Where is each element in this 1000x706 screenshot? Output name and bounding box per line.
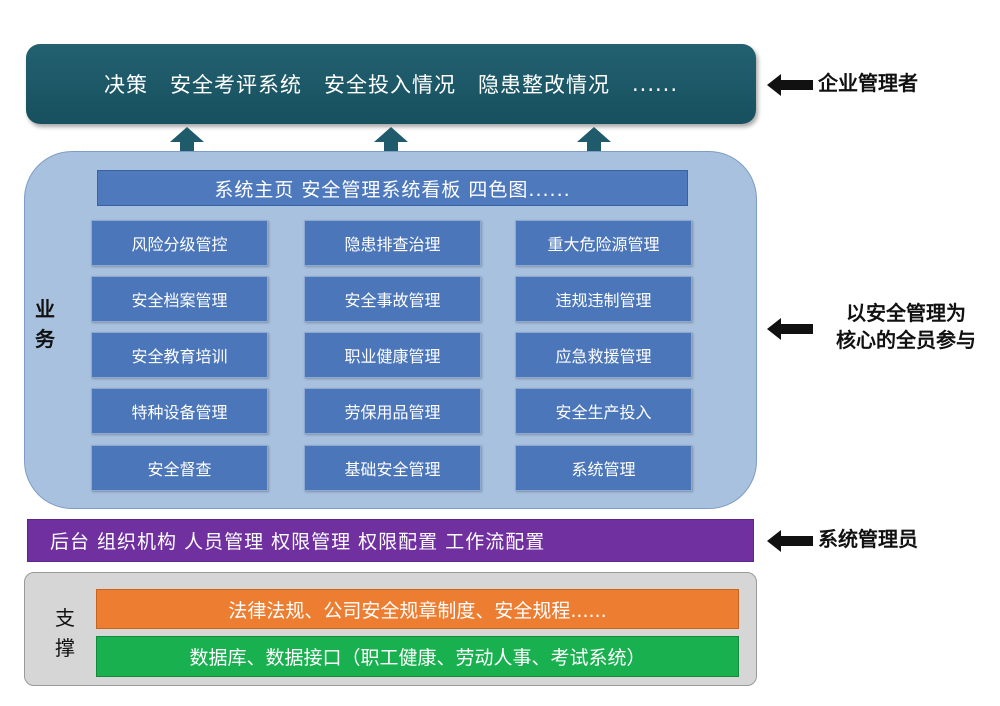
core-label-line1: 以安全管理为 [846,301,966,325]
decision-item: 隐患整改情况 [477,73,610,97]
left-arrow-icon [767,318,813,340]
admins-label: 系统管理员 [818,527,918,551]
module-special-equipment: 特种设备管理 [91,388,268,434]
module-emergency: 应急救援管理 [515,332,692,378]
managers-label: 企业管理者 [818,71,918,95]
dashboard-bar: 系统主页 安全管理系统看板 四色图...... [97,170,688,206]
laws-bar: 法律法规、公司安全规章制度、安全规程...... [96,589,739,629]
module-hazard-investigation: 隐患排查治理 [304,220,481,266]
left-arrow-icon [767,530,813,552]
decision-item: ...... [631,72,679,96]
support-label-char: 支 [55,606,75,630]
business-label-char: 务 [35,327,55,351]
up-arrow-icon [577,127,611,167]
admin-bar: 后台 组织机构 人员管理 权限管理 权限配置 工作流配置 [27,519,754,562]
module-system-management: 系统管理 [515,445,692,491]
core-label-line2: 核心的全员参与 [836,328,976,352]
decision-bar: 决策 安全考评系统 安全投入情况 隐患整改情况 ...... [26,44,756,124]
support-label: 支 撑 [50,603,80,663]
module-occupational-health: 职业健康管理 [304,332,481,378]
up-arrow-icon [170,127,204,167]
database-bar: 数据库、数据接口（职工健康、劳动人事、考试系统） [96,636,739,677]
module-education: 安全教育培训 [91,332,268,378]
business-label-char: 业 [35,297,55,321]
module-major-hazard: 重大危险源管理 [515,220,692,266]
left-arrow-icon [767,74,813,96]
module-safety-archive: 安全档案管理 [91,276,268,322]
decision-item: 安全考评系统 [169,73,302,97]
module-basic-safety: 基础安全管理 [304,445,481,491]
core-participation-label: 以安全管理为 核心的全员参与 [818,300,994,354]
decision-item: 决策 [103,73,148,97]
business-label: 业 务 [30,294,60,354]
module-risk-control: 风险分级管控 [91,220,268,266]
module-violation: 违规违制管理 [515,276,692,322]
decision-item: 安全投入情况 [323,73,456,97]
module-accident: 安全事故管理 [304,276,481,322]
module-supervision: 安全督查 [91,445,268,491]
support-label-char: 撑 [55,636,75,660]
up-arrow-icon [374,127,408,167]
module-production-investment: 安全生产投入 [515,388,692,434]
module-protective-equipment: 劳保用品管理 [304,388,481,434]
